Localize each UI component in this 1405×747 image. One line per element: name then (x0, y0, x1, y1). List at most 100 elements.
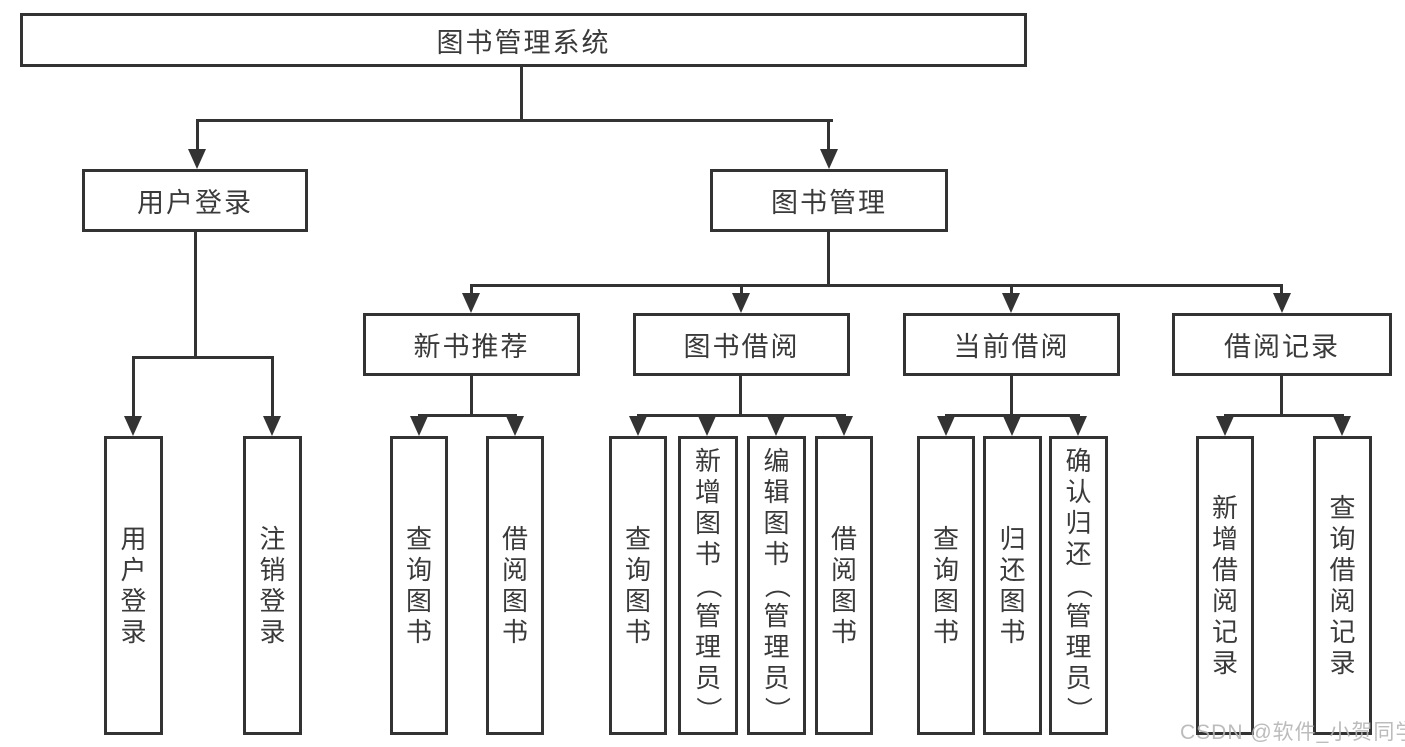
leaf-label-char: 阅 (830, 554, 857, 585)
leaf-label-char: 理 (1065, 632, 1092, 662)
leaf-label-char: 借 (830, 523, 857, 554)
leaf-label-char: （ (762, 572, 792, 599)
leaf-label-char: 图 (694, 508, 721, 538)
leaf-label-char: （ (1064, 572, 1094, 599)
leaf-label-char: 还 (1065, 539, 1092, 569)
arrow-down-icon (1273, 293, 1291, 313)
connector-line (194, 232, 197, 358)
leaf-label-char: 认 (1065, 477, 1092, 507)
leaf-label-char: 记 (1329, 616, 1356, 647)
connector-line (739, 376, 742, 416)
leaf-label-char: 书 (999, 616, 1026, 647)
arrow-down-icon (124, 416, 142, 436)
leaf-records-query-record: 查询借阅记录 (1313, 436, 1372, 735)
leaf-label-char: 书 (501, 616, 528, 647)
arrow-down-icon (732, 293, 750, 313)
arrow-down-icon (188, 149, 206, 169)
leaf-label-char: 录 (1211, 647, 1238, 678)
connector-line (520, 67, 523, 121)
connector-line (196, 119, 833, 122)
leaf-label-char: 图 (405, 585, 432, 616)
leaf-label-char: 书 (694, 539, 721, 569)
arrow-down-icon (937, 416, 955, 436)
leaf-label-char: 管 (1065, 601, 1092, 631)
leaf-label-char: 登 (259, 585, 286, 616)
leaf-label-char: 阅 (1329, 585, 1356, 616)
leaf-label-char: 书 (763, 539, 790, 569)
leaf-label-char: 查 (624, 523, 651, 554)
leaf-label-char: 录 (259, 616, 286, 647)
leaf-label-char: 员 (694, 663, 721, 693)
connector-line (1010, 284, 1013, 298)
leaf-label-char: ） (693, 696, 724, 723)
leaf-label-char: 图 (830, 585, 857, 616)
leaf-borrow-edit-books-admin: 编辑图书（管理员） (747, 436, 806, 735)
leaf-label-char: （ (693, 572, 724, 599)
leaf-records-add-record: 新增借阅记录 (1196, 436, 1254, 735)
leaf-label-char: 录 (120, 616, 147, 647)
node-user-login: 用户登录 (82, 169, 308, 232)
arrow-down-icon (410, 416, 428, 436)
node-borrow-records: 借阅记录 (1172, 313, 1392, 376)
leaf-label-char: 管 (763, 601, 790, 631)
arrow-down-icon (1069, 416, 1087, 436)
leaf-borrow-query-books: 查询图书 (609, 436, 667, 735)
leaf-newbook-borrow-books: 借阅图书 (486, 436, 544, 735)
leaf-label-char: 借 (501, 523, 528, 554)
arrow-down-icon (698, 416, 716, 436)
leaf-label-char: 新 (1211, 492, 1238, 523)
connector-line (827, 119, 830, 151)
arrow-down-icon (1333, 416, 1351, 436)
node-book-management: 图书管理 (710, 169, 948, 232)
leaf-borrow-borrow-books: 借阅图书 (815, 436, 873, 735)
leaf-label-char: 书 (624, 616, 651, 647)
leaf-label-char: 询 (624, 554, 651, 585)
leaf-label-char: 员 (1065, 663, 1092, 693)
leaf-label-char: 询 (932, 554, 959, 585)
connector-line (470, 284, 473, 298)
connector-line (196, 119, 199, 151)
node-new-book-recommend: 新书推荐 (363, 313, 580, 376)
leaf-borrow-add-books-admin: 新增图书（管理员） (678, 436, 738, 735)
leaf-label-char: 还 (999, 554, 1026, 585)
leaf-label-char: ） (1064, 696, 1094, 723)
leaf-label-char: 借 (1211, 554, 1238, 585)
leaf-label-char: 图 (999, 585, 1026, 616)
leaf-label-char: 归 (1065, 508, 1092, 538)
node-book-borrow: 图书借阅 (633, 313, 850, 376)
leaf-label-char: 增 (1211, 523, 1238, 554)
leaf-label-char: 归 (999, 523, 1026, 554)
leaf-label-char: 图 (501, 585, 528, 616)
leaf-label-char: 书 (932, 616, 959, 647)
connector-line (1224, 414, 1344, 417)
leaf-label-char: 询 (1329, 523, 1356, 554)
leaf-newbook-query-books: 查询图书 (390, 436, 448, 735)
connector-line (132, 356, 274, 359)
leaf-current-confirm-return-admin: 确认归还 （管理员 ） (1049, 436, 1108, 735)
leaf-current-return-books: 归还图书 (983, 436, 1042, 735)
connector-line (1280, 284, 1283, 298)
connector-line (637, 414, 846, 417)
leaf-label-char: 新 (694, 446, 721, 476)
arrow-down-icon (1216, 416, 1234, 436)
arrow-down-icon (263, 416, 281, 436)
leaf-label-char: 记 (1211, 616, 1238, 647)
arrow-down-icon (462, 293, 480, 313)
leaf-label-char: 查 (1329, 492, 1356, 523)
connector-line (418, 414, 517, 417)
leaf-label-char: 增 (694, 477, 721, 507)
leaf-label-char: 登 (120, 585, 147, 616)
arrow-down-icon (820, 149, 838, 169)
leaf-label-char: 询 (405, 554, 432, 585)
leaf-label-char: 管 (694, 601, 721, 631)
connector-line (470, 284, 1283, 287)
leaf-user-login: 用户登录 (104, 436, 163, 735)
leaf-current-query-books: 查询图书 (917, 436, 975, 735)
connector-line (271, 356, 274, 418)
leaf-label-char: 阅 (501, 554, 528, 585)
leaf-label-char: 确 (1065, 446, 1092, 476)
leaf-label-char: ） (762, 696, 792, 723)
arrow-down-icon (1003, 416, 1021, 436)
leaf-label-char: 书 (830, 616, 857, 647)
